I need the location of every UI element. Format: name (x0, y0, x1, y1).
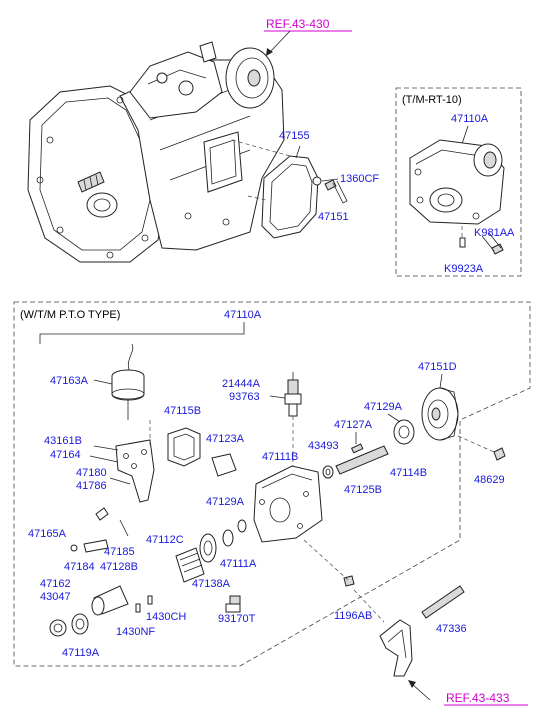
label-47111A: 47111A (220, 558, 257, 570)
label-47151: 47151 (318, 211, 349, 223)
key-47127A (350, 443, 364, 454)
label-K9923A: K9923A (444, 263, 484, 275)
washer-1360CF (312, 176, 322, 186)
pin-47165A (95, 507, 109, 521)
label-43493: 43493 (308, 440, 339, 452)
ref-top-label[interactable]: REF.43-430 (266, 17, 330, 31)
ref-top-arrow (266, 48, 273, 56)
label-93170T: 93170T (218, 613, 256, 625)
label-47129A-top: 47129A (364, 401, 403, 413)
bolt-K981AA (491, 243, 504, 255)
cover-47151D (421, 387, 459, 441)
seal-47111A (222, 529, 234, 547)
label-47127A: 47127A (334, 419, 373, 431)
label-47185: 47185 (104, 546, 135, 558)
label-47155: 47155 (279, 130, 310, 142)
label-47138A: 47138A (192, 578, 231, 590)
ref-bottom-label[interactable]: REF.43-433 (446, 691, 510, 705)
label-47165A: 47165A (28, 528, 67, 540)
label-43047: 43047 (40, 591, 71, 603)
pin-1430CH (147, 595, 153, 605)
rt10-box (395, 87, 522, 277)
label-47128B: 47128B (100, 561, 138, 573)
label-47164: 47164 (50, 449, 81, 461)
label-48629: 48629 (474, 474, 505, 486)
shaft-47125B (335, 445, 389, 475)
bolt-48629 (493, 447, 506, 461)
label-47111B: 47111B (262, 451, 298, 463)
label-47151D: 47151D (418, 361, 457, 373)
ref-top-leader (269, 30, 291, 53)
label-47162: 47162 (40, 578, 71, 590)
ring-47129A (237, 519, 247, 533)
link-47184 (83, 539, 109, 553)
pin-47185 (119, 519, 129, 537)
label-43161B: 43161B (44, 435, 82, 447)
pin-1430NF (135, 603, 141, 613)
rod-47336 (421, 585, 465, 619)
bolt-47123A (211, 453, 237, 477)
label-47115B: 47115B (164, 405, 201, 417)
label-47125B: 47125B (344, 484, 382, 496)
label-1430NF: 1430NF (116, 626, 155, 638)
pto-unit-rt10 (409, 139, 505, 225)
gear-47138A (199, 533, 217, 563)
label-47119A: 47119A (62, 647, 100, 659)
pto-housing-47111B (253, 465, 323, 543)
gear-47112C (175, 547, 205, 583)
label-93763: 93763 (229, 391, 260, 403)
transmission-assembly (27, 41, 285, 263)
ref-bottom-arrow (408, 680, 416, 688)
pin-K9923A (459, 237, 466, 248)
ref-bottom-leader (411, 683, 431, 701)
bracket-43161B (115, 439, 155, 503)
label-47114B: 47114B (390, 467, 427, 479)
label-47129A-mid: 47129A (206, 496, 245, 508)
label-47123A: 47123A (206, 433, 245, 445)
label-1196AB: 1196AB (334, 610, 372, 622)
gasket-47115B (167, 427, 201, 467)
washer-43493 (322, 465, 334, 479)
bolt-47151 (324, 179, 337, 191)
bearing-47114B (393, 419, 415, 445)
bolt-1196AB (343, 575, 355, 587)
shift-fork (379, 619, 413, 677)
label-47163A: 47163A (50, 375, 89, 387)
label-47180: 47180 (76, 467, 107, 479)
switch-93170T (225, 595, 241, 613)
rt10-title: (T/M-RT-10) (402, 94, 462, 106)
pto-box (13, 301, 531, 667)
label-21444A: 21444A (222, 378, 261, 390)
flange-47128B (91, 585, 129, 616)
seal-47119A (49, 619, 67, 637)
bearing-43047 (71, 613, 89, 635)
label-41786: 41786 (76, 480, 107, 492)
air-chamber-47163A (111, 343, 145, 420)
label-K981AA: K981AA (474, 227, 515, 239)
switch-21444A (284, 372, 302, 417)
label-1430CH: 1430CH (146, 611, 186, 623)
label-47336: 47336 (436, 623, 467, 635)
label-47112C: 47112C (146, 534, 184, 546)
label-pto-47110A: 47110A (224, 309, 262, 321)
pto-title: (W/T/M P.T.O TYPE) (20, 309, 120, 321)
label-rt10-47110A: 47110A (451, 113, 489, 125)
label-47184: 47184 (64, 561, 95, 573)
label-1360CF: 1360CF (340, 173, 379, 185)
cover-plate-47155 (261, 155, 319, 239)
